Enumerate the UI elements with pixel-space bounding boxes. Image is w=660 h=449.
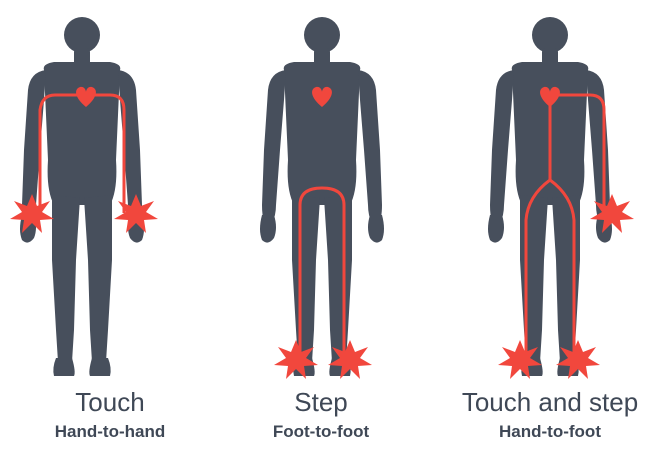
caption-touch-and-step: Touch and step Hand-to-foot bbox=[440, 388, 660, 442]
figure-step bbox=[260, 17, 384, 379]
caption-touch: Touch Hand-to-hand bbox=[0, 388, 220, 442]
figure-touch-and-step bbox=[488, 17, 634, 379]
figure-label: Step bbox=[211, 388, 431, 416]
figure-touch bbox=[10, 17, 158, 376]
figure-sublabel: Hand-to-foot bbox=[440, 422, 660, 442]
figure-label: Touch and step bbox=[440, 388, 660, 416]
figure-label: Touch bbox=[0, 388, 220, 416]
figure-sublabel: Foot-to-foot bbox=[211, 422, 431, 442]
figure-sublabel: Hand-to-hand bbox=[0, 422, 220, 442]
caption-step: Step Foot-to-foot bbox=[211, 388, 431, 442]
